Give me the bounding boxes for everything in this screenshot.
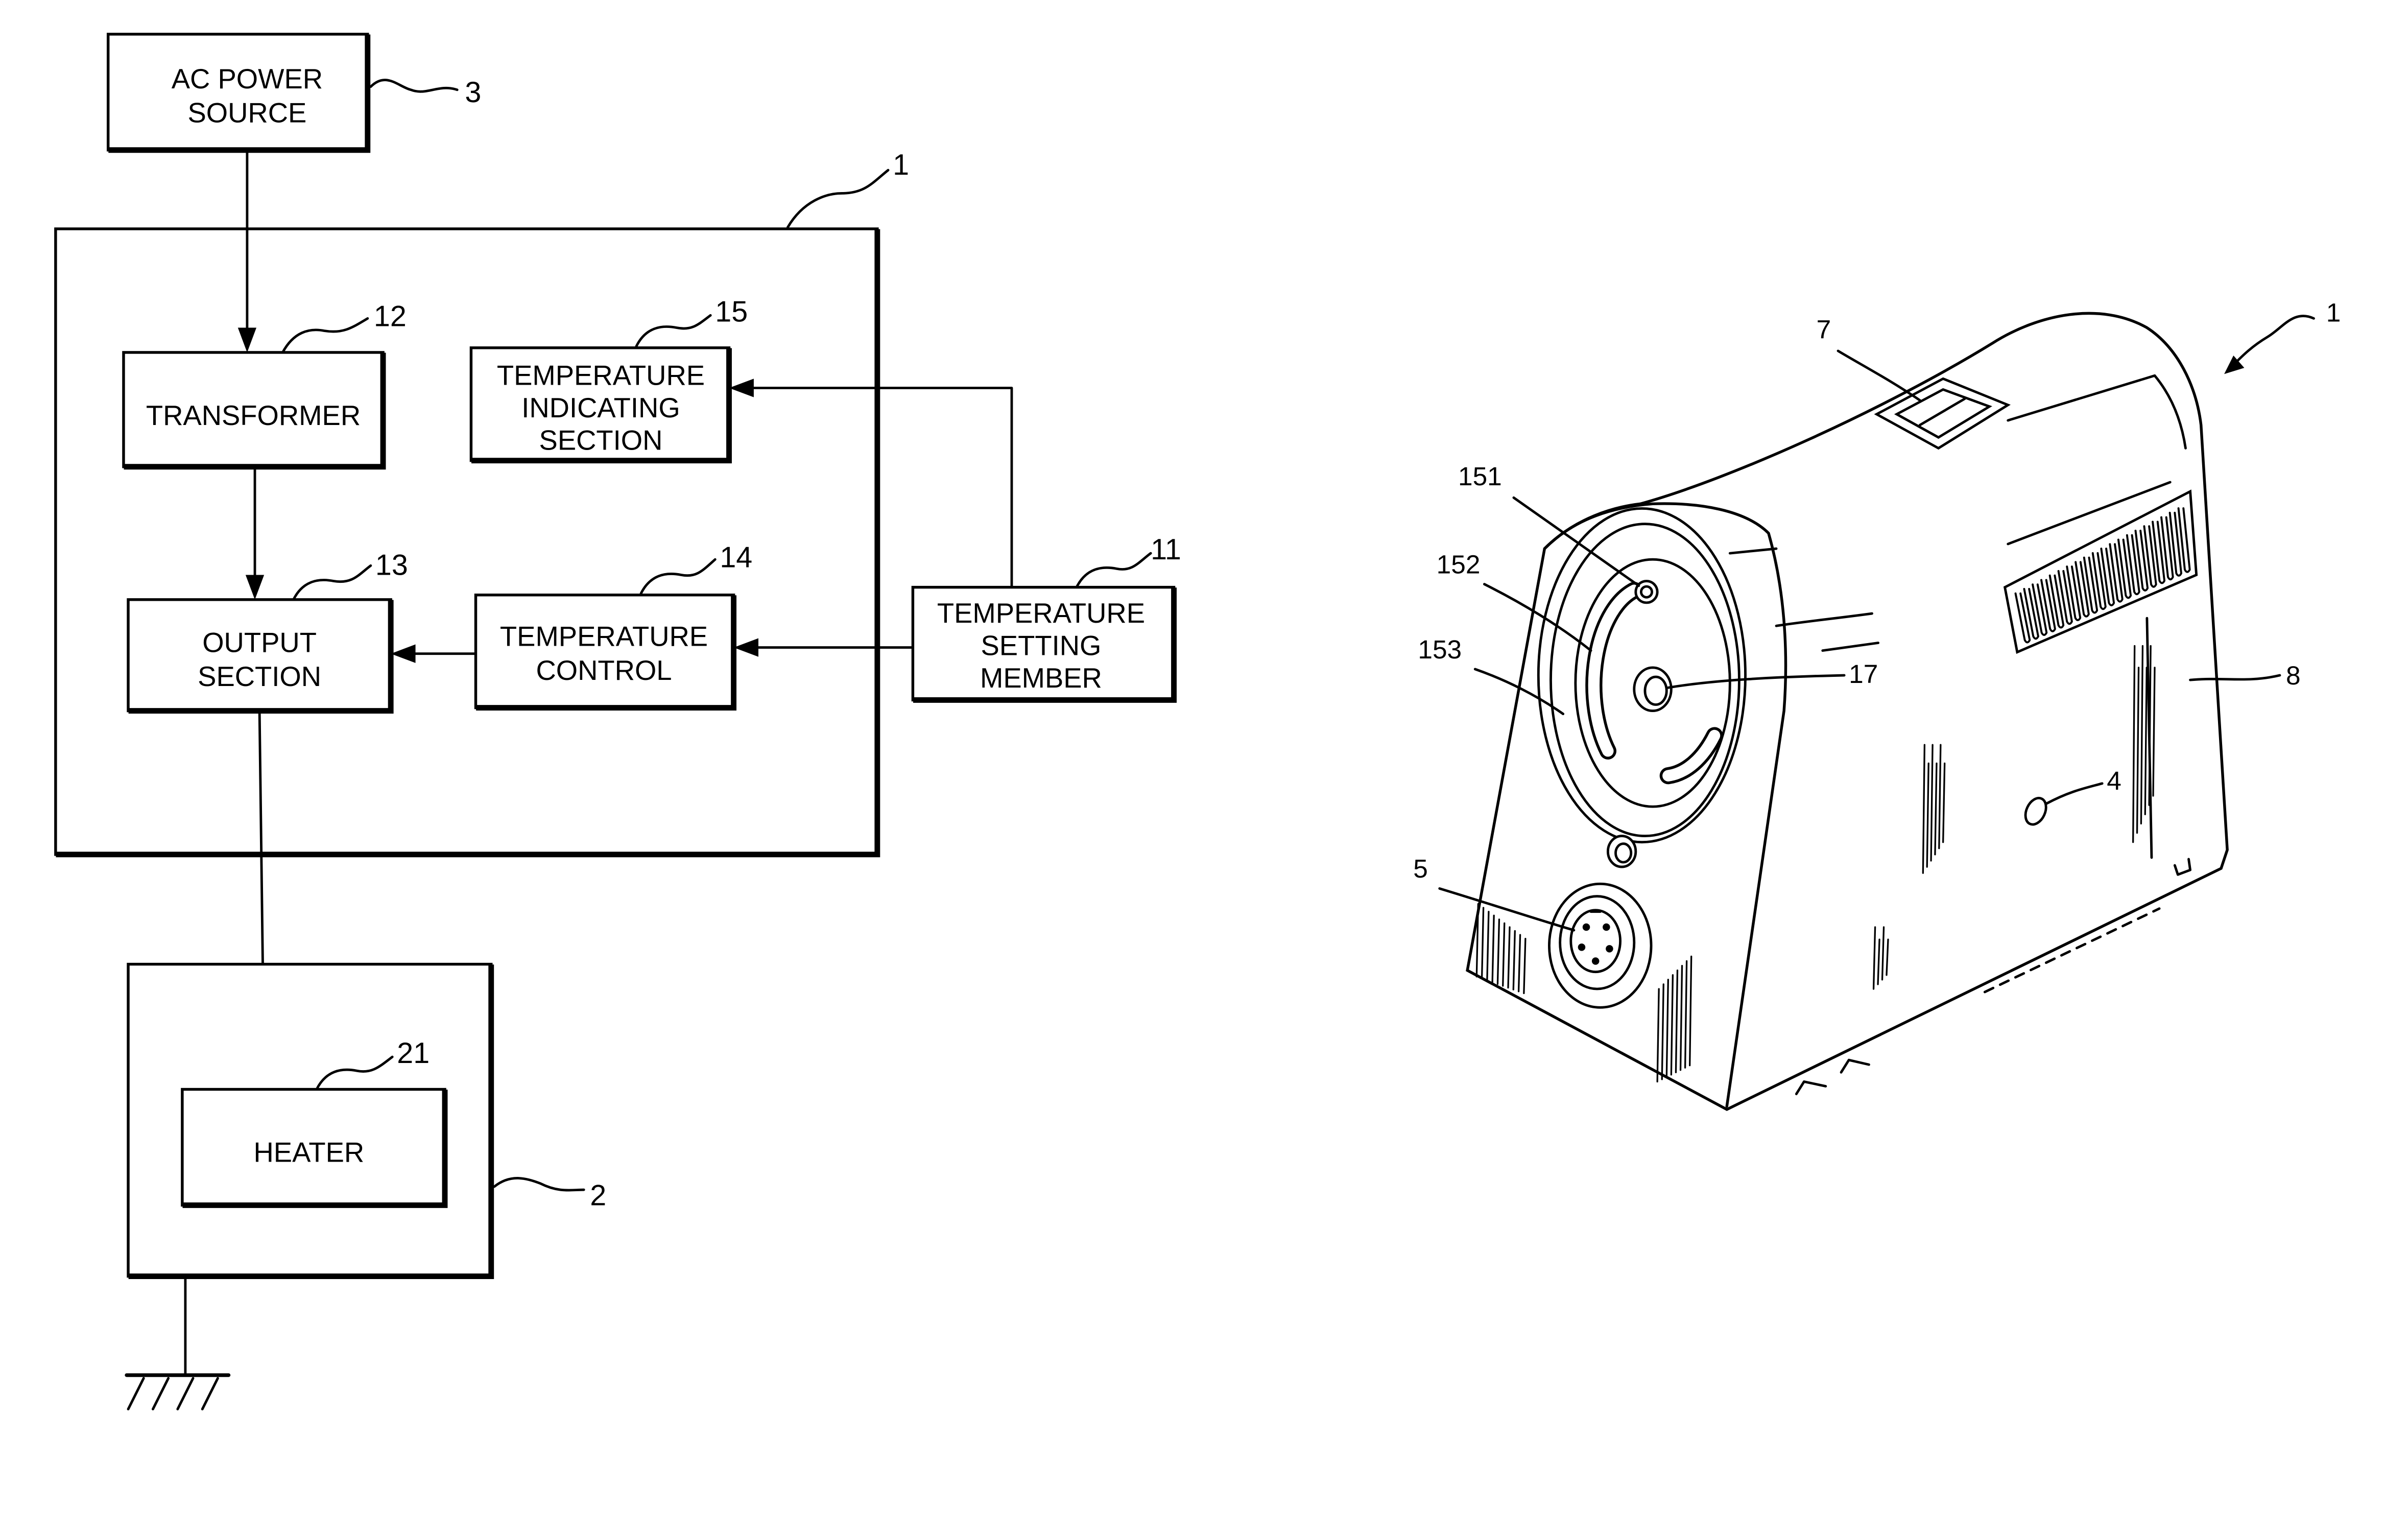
temperature-indicating-ref: 15 (715, 295, 748, 328)
temperature-control-ref: 14 (720, 541, 752, 574)
ac-power-source-label-line-1: AC POWER (172, 63, 323, 94)
transformer-label: TRANSFORMER (146, 400, 361, 431)
switch-ref: 7 (1817, 315, 1831, 344)
temperature-setting-ref: 11 (1151, 533, 1181, 566)
temperature-setting-label-line-1: TEMPERATURE (937, 598, 1145, 629)
heater-label: HEATER (254, 1137, 365, 1168)
device-perspective: 7 1 151 152 153 17 8 4 5 (1413, 297, 2341, 1109)
connector-pin (1578, 943, 1586, 951)
heater-ref: 21 (397, 1037, 430, 1070)
ac-power-source-leader (371, 80, 457, 92)
temperature-setting-label-line-2: SETTING (981, 630, 1102, 661)
connector (1549, 884, 1651, 1007)
temperature-indicating-label-line-1: TEMPERATURE (497, 360, 705, 391)
ac-power-source-label-line-2: SOURCE (187, 97, 306, 128)
switch-leader (1838, 351, 1920, 400)
ground-hatch (178, 1378, 193, 1409)
temperature-control-label-line-2: CONTROL (536, 655, 672, 686)
body-leader (2235, 316, 2314, 363)
control-unit-block: 1 (56, 149, 909, 855)
transformer-ref: 12 (374, 300, 407, 333)
connector-ref: 5 (1413, 854, 1428, 883)
output-section-label-line-1: OUTPUT (202, 627, 317, 658)
connector-pin (1606, 945, 1613, 953)
device-foot (1841, 1060, 1869, 1072)
temperature-indicating-label-line-2: INDICATING (521, 392, 680, 423)
connector-pin (1592, 957, 1600, 965)
control-unit-leader (788, 170, 888, 227)
ac-power-source-ref: 3 (465, 76, 481, 109)
side-hole-ref: 4 (2107, 766, 2121, 795)
ground-hatch (153, 1378, 168, 1409)
knob-ref: 151 (1458, 461, 1502, 491)
slot-ref: 152 (1437, 549, 1481, 579)
dial-ring-ref: 153 (1418, 634, 1462, 664)
body-ref: 1 (2326, 297, 2341, 327)
device-foot (1796, 1081, 1825, 1094)
heater-unit-ref: 2 (590, 1179, 606, 1212)
output-section-label-line-2: SECTION (198, 661, 321, 692)
control-unit-ref: 1 (893, 149, 909, 181)
temperature-control-label-line-1: TEMPERATURE (500, 621, 708, 652)
ground-symbol (127, 1277, 229, 1409)
ac-power-source-block: AC POWER SOURCE 3 (108, 34, 482, 150)
temperature-setting-label-line-3: MEMBER (980, 663, 1102, 694)
temperature-indicating-label-line-3: SECTION (539, 424, 663, 456)
heater-unit-leader (494, 1178, 584, 1190)
output-section-ref: 13 (375, 549, 408, 581)
block-diagram: AC POWER SOURCE 3 1 TRANSFORMER 12 TE (56, 34, 1181, 1409)
temperature-setting-leader (1077, 553, 1151, 587)
temperature-setting-member-block: TEMPERATURE SETTING MEMBER 11 (913, 533, 1181, 700)
side-panel-ref: 8 (2286, 660, 2301, 690)
dial-assembly (1538, 508, 1745, 842)
connector-pin (1583, 924, 1590, 931)
connector-pin (1603, 924, 1610, 931)
ground-hatch (202, 1378, 218, 1409)
control-unit-box (56, 229, 877, 855)
center-hole-ref: 17 (1849, 659, 1878, 689)
ground-hatch (128, 1378, 144, 1409)
